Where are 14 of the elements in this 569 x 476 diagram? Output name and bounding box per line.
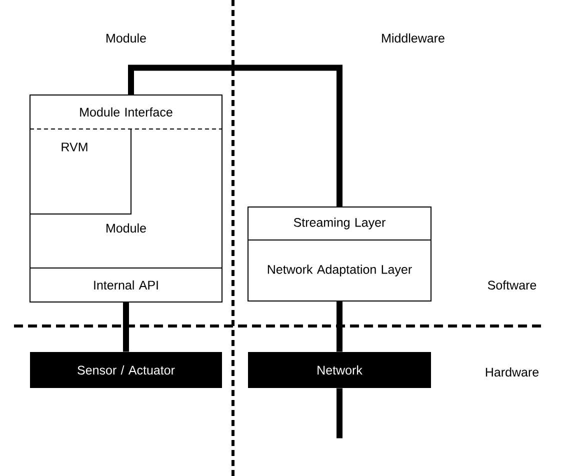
layer-box: Streaming Layer bbox=[248, 206, 432, 240]
connector-line bbox=[123, 302, 129, 352]
connector-line bbox=[336, 302, 342, 352]
region-label: Hardware bbox=[486, 367, 539, 377]
hardware-box: Network bbox=[248, 352, 431, 388]
region-label: Middleware bbox=[382, 33, 444, 43]
rvm-box: RVM bbox=[30, 128, 132, 214]
region-label: Module bbox=[106, 33, 146, 43]
connector-line bbox=[336, 388, 342, 438]
hardware-box: Sensor / Actuator bbox=[30, 352, 222, 388]
layer-box: Internal API bbox=[30, 268, 222, 302]
interface-band: Module Interface bbox=[30, 107, 222, 130]
layer-box: Network Adaptation Layer bbox=[248, 240, 432, 302]
region-label: Software bbox=[488, 280, 536, 290]
